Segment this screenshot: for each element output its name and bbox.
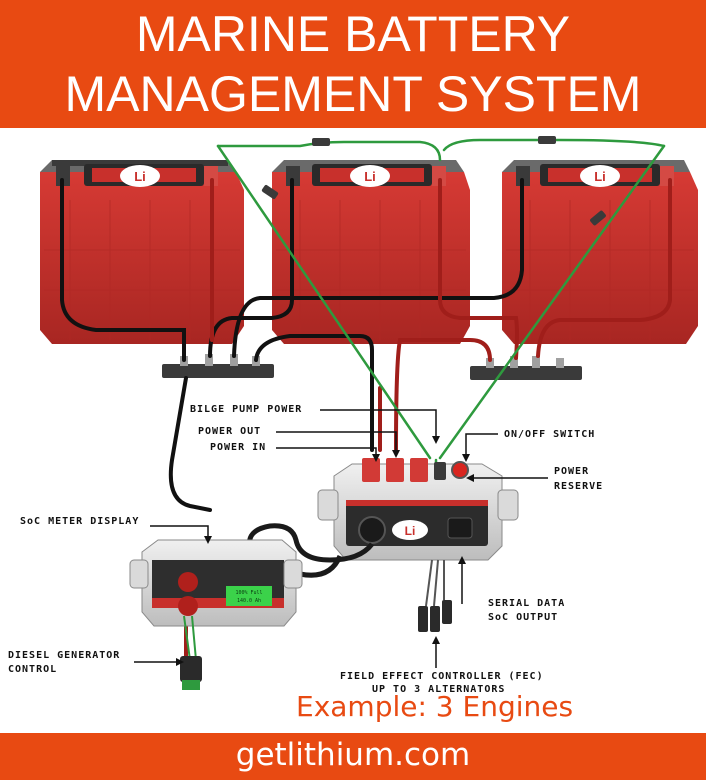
label-serial-data-line-2: SoC OUTPUT — [488, 612, 559, 623]
footer-banner: getlithium.com — [0, 733, 706, 780]
red-wires — [184, 178, 672, 662]
battery-2-logo-text: Li — [364, 169, 376, 184]
label-serial-data-line-1: SERIAL DATA — [488, 598, 566, 609]
label-power-in: POWER IN — [210, 442, 267, 453]
footer-url[interactable]: getlithium.com — [235, 737, 471, 773]
soc-screen-line-1: 100% Full — [235, 590, 262, 596]
battery-3-logo-text: Li — [594, 169, 606, 184]
wire-connectors — [261, 136, 606, 226]
battery-3-logo: Li — [580, 165, 620, 187]
label-diesel-generator-line-1: DIESEL GENERATOR — [8, 650, 121, 661]
label-soc-meter-display: SoC METER DISPLAY — [20, 516, 140, 527]
bus-bar-positive — [470, 356, 582, 380]
page-title-line-1: MARINE BATTERY — [135, 6, 571, 62]
label-power-out: POWER OUT — [198, 426, 262, 437]
fec-connectors — [418, 600, 452, 632]
example-caption: Example: 3 Engines — [296, 690, 574, 723]
diesel-generator-connector — [180, 615, 202, 690]
label-power-reserve-line-1: POWER — [554, 466, 590, 477]
bms-controller: Li — [317, 458, 519, 561]
display-cable — [246, 523, 374, 578]
battery-1-logo-text: Li — [134, 169, 146, 184]
label-power-reserve-line-2: RESERVE — [554, 481, 604, 492]
wiring-diagram: Li Li Li — [40, 136, 698, 690]
soc-screen-line-2: 140.0 Ah — [237, 598, 261, 604]
label-bilge-pump-power: BILGE PUMP POWER — [190, 404, 303, 415]
title-banner: MARINE BATTERY MANAGEMENT SYSTEM — [0, 0, 706, 128]
page-title-line-2: MANAGEMENT SYSTEM — [64, 66, 642, 122]
fec-leads — [425, 559, 445, 607]
label-fec-line-2: UP TO 3 ALTERNATORS — [372, 684, 506, 695]
battery-1-logo: Li — [120, 165, 160, 187]
callout-lines — [134, 409, 548, 668]
callout-arrowheads — [176, 436, 474, 666]
controller-logo-text: Li — [405, 524, 416, 538]
label-fec-line-1: FIELD EFFECT CONTROLLER (FEC) — [340, 671, 544, 682]
soc-meter-device: 100% Full 140.0 Ah — [129, 539, 303, 627]
label-diesel-generator-line-2: CONTROL — [8, 664, 58, 675]
battery-2-logo: Li — [350, 165, 390, 187]
label-on-off-switch: ON/OFF SWITCH — [504, 429, 596, 440]
